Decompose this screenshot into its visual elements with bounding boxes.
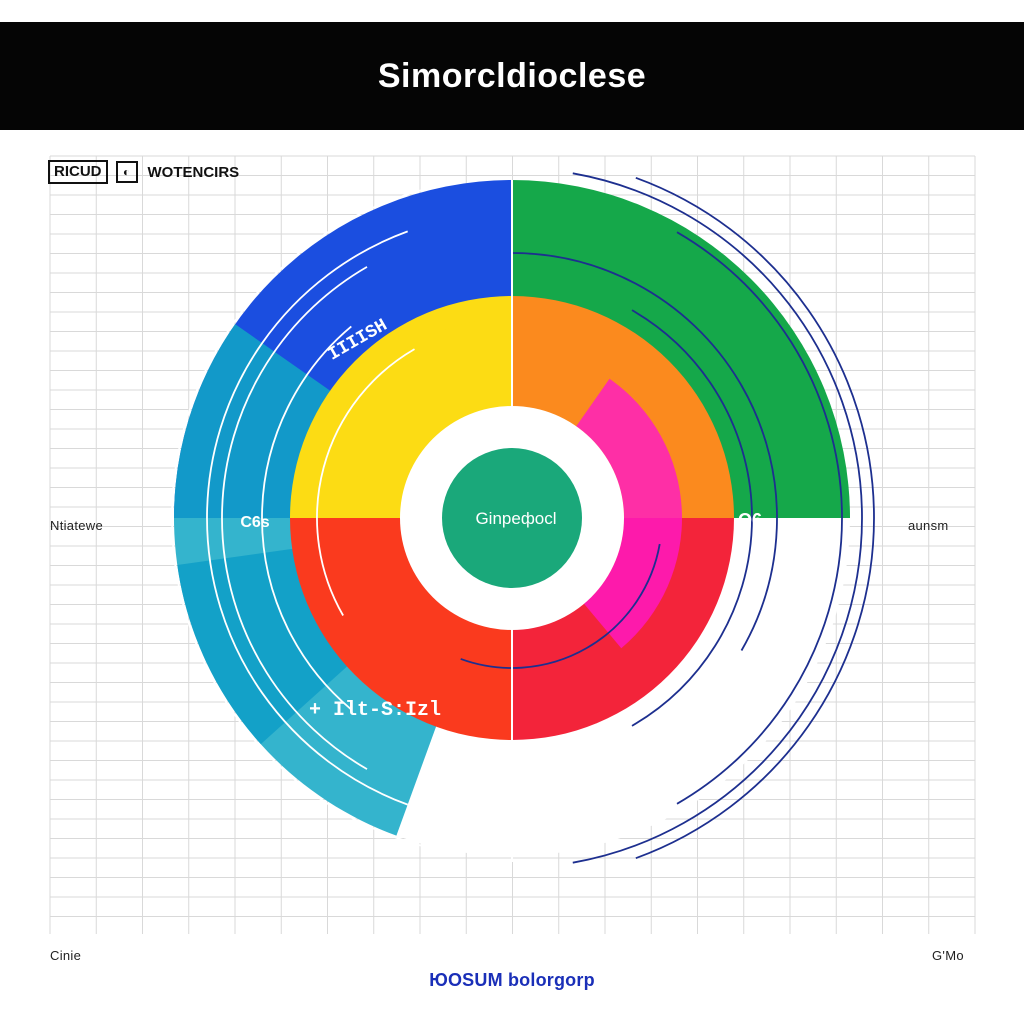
ring-arc-0 (572, 172, 863, 864)
side-label-left: Ntiatewe (50, 518, 103, 533)
ring-arc-9 (460, 543, 661, 669)
ring-arc-6 (261, 325, 352, 711)
ring-arc-10 (171, 182, 454, 854)
side-label-bottom-right: G'Mo (932, 948, 964, 963)
legend-marker-icon: ◐ (115, 161, 138, 183)
annotation-bottom: + Ilt-S:Izl (309, 699, 441, 722)
ring-arc-2 (676, 231, 843, 805)
side-label-bottom-left: Cinie (50, 948, 82, 963)
ring-arc-5 (511, 252, 778, 651)
ring-arc-7 (631, 309, 753, 727)
annotation-left: C6s (240, 514, 269, 531)
center-disc (442, 448, 582, 588)
title-bar: Simorcldioclese (0, 22, 1024, 130)
annotation-right: Q6 (738, 510, 762, 530)
center-group: Ginpeфocl (400, 406, 624, 630)
legend: RICUD ◐ WOTENCIRS (48, 160, 239, 184)
ring-lines (171, 172, 875, 864)
ring-arc-1 (635, 176, 875, 860)
legend-item-1: RICUD (48, 160, 108, 184)
side-label-right: aunsm (908, 518, 949, 533)
chart-title: Simorcldioclese (377, 56, 647, 95)
ring-arc-3 (206, 230, 408, 806)
footer-text: ЮОSUM bolorgorp (429, 970, 595, 990)
ring-arc-4 (221, 266, 368, 770)
legend-item-2: WOTENCIRS (147, 163, 240, 181)
ring-arc-8 (316, 348, 415, 616)
inner-slice-magenta (576, 378, 682, 649)
center-label: Ginpeфocl (475, 509, 556, 528)
